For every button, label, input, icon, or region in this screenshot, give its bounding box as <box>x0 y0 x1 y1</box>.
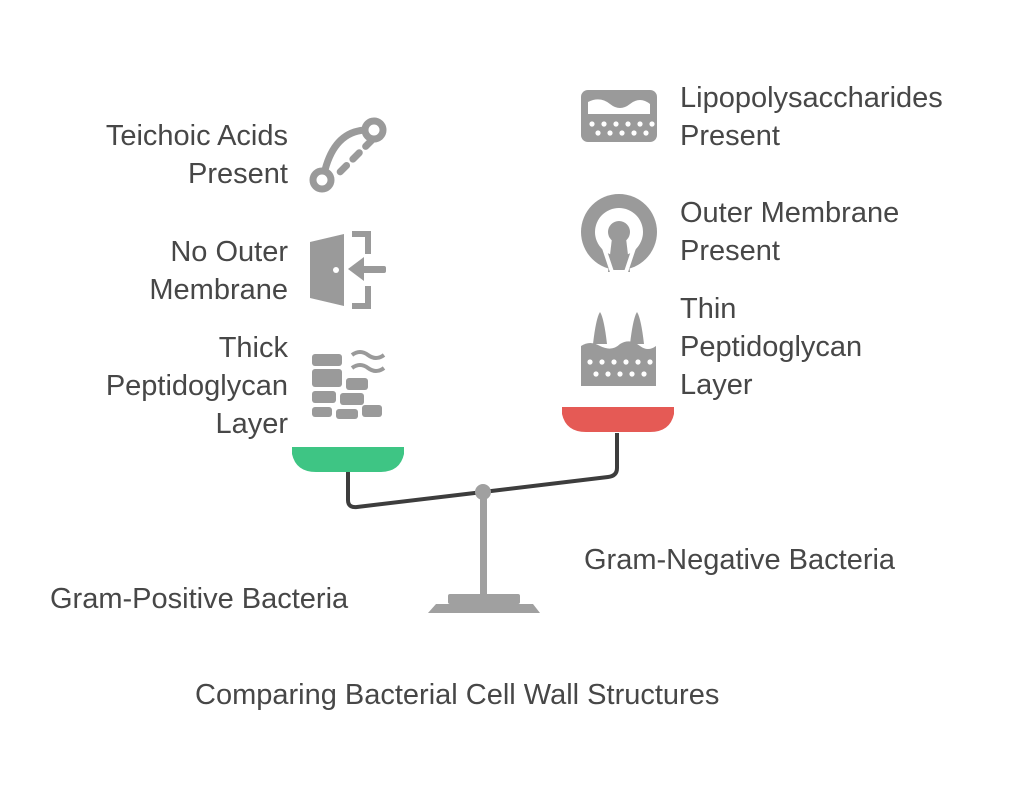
thick-peptidoglycan-layer-icon <box>312 350 386 419</box>
gram-positive-label: Gram-Positive Bacteria <box>50 583 349 615</box>
thin-peptidoglycan-layer-icon <box>581 312 656 386</box>
no-outer-membrane-label: No Outer Membrane <box>149 236 288 306</box>
scale-beam <box>346 433 619 510</box>
outer-membrane-label: Outer Membrane Present <box>680 197 900 267</box>
left-pan <box>292 447 404 472</box>
thick-peptidoglycan-label: Thick Peptidoglycan Layer <box>105 332 288 440</box>
thin-peptidoglycan-label: Thin Peptidoglycan Layer <box>680 293 863 401</box>
door-enter-icon <box>310 231 386 309</box>
diagram-title: Comparing Bacterial Cell Wall Structures <box>195 679 720 711</box>
teichoic-acid-chain-icon <box>309 117 387 193</box>
teichoic-acids-label: Teichoic Acids Present <box>105 120 288 190</box>
lipopolysaccharides-label: Lipopolysaccharides Present <box>680 82 943 152</box>
right-pan <box>562 407 674 432</box>
scale-stand <box>428 496 540 613</box>
outer-membrane-icon <box>581 194 657 274</box>
lipopolysaccharide-layer-icon <box>581 90 657 142</box>
gram-negative-label: Gram-Negative Bacteria <box>584 544 896 576</box>
